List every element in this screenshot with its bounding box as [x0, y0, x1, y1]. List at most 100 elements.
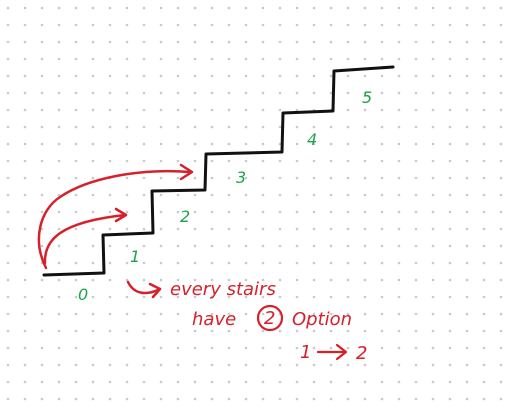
- grid-dot: [227, 312, 231, 316]
- grid-dot: [346, 244, 350, 248]
- grid-dot: [23, 397, 27, 401]
- grid-dot: [346, 380, 350, 384]
- grid-dot: [6, 295, 10, 299]
- grid-dot: [176, 346, 180, 350]
- grid-dot: [91, 295, 95, 299]
- grid-dot: [431, 193, 435, 197]
- grid-dot: [6, 329, 10, 333]
- grid-dot: [312, 261, 316, 265]
- grid-dot: [261, 6, 265, 10]
- grid-dot: [210, 295, 214, 299]
- grid-dot: [380, 397, 384, 401]
- grid-dot: [499, 159, 503, 163]
- grid-dot: [448, 363, 452, 367]
- grid-dot: [210, 108, 214, 112]
- grid-dot: [261, 278, 265, 282]
- grid-dot: [380, 40, 384, 44]
- grid-dot: [414, 142, 418, 146]
- grid-dot: [142, 380, 146, 384]
- grid-dot: [227, 210, 231, 214]
- grid-dot: [465, 380, 469, 384]
- grid-dot: [363, 159, 367, 163]
- grid-dot: [278, 244, 282, 248]
- grid-dot: [431, 210, 435, 214]
- grid-dot: [108, 142, 112, 146]
- grid-dot: [414, 125, 418, 129]
- grid-dot: [397, 74, 401, 78]
- grid-dot: [210, 397, 214, 401]
- grid-dot: [448, 125, 452, 129]
- grid-dot: [278, 261, 282, 265]
- grid-dot: [499, 261, 503, 265]
- grid-dot: [227, 363, 231, 367]
- grid-dot: [40, 125, 44, 129]
- jump-arrow-one-step: [43, 213, 127, 265]
- grid-dot: [295, 346, 299, 350]
- grid-dot: [6, 91, 10, 95]
- grid-dot: [142, 57, 146, 61]
- grid-dot: [23, 176, 27, 180]
- grid-dot: [295, 210, 299, 214]
- grid-dot: [363, 346, 367, 350]
- grid-dot: [346, 346, 350, 350]
- grid-dot: [346, 57, 350, 61]
- grid-dot: [193, 329, 197, 333]
- grid-dot: [176, 397, 180, 401]
- grid-dot: [6, 193, 10, 197]
- grid-dot: [176, 57, 180, 61]
- grid-dot: [329, 125, 333, 129]
- grid-dot: [210, 380, 214, 384]
- grid-dot: [176, 312, 180, 316]
- grid-dot: [159, 227, 163, 231]
- grid-dot: [74, 142, 78, 146]
- grid-dot: [431, 125, 435, 129]
- grid-dot: [346, 125, 350, 129]
- grid-dot: [244, 278, 248, 282]
- grid-dot: [261, 108, 265, 112]
- grid-dot: [397, 261, 401, 265]
- grid-dot: [227, 176, 231, 180]
- grid-dot: [108, 6, 112, 10]
- grid-dot: [227, 397, 231, 401]
- grid-dot: [40, 176, 44, 180]
- grid-dot: [193, 363, 197, 367]
- grid-dot: [193, 397, 197, 401]
- grid-dot: [193, 142, 197, 146]
- grid-dot: [397, 227, 401, 231]
- grid-dot: [363, 176, 367, 180]
- grid-dot: [40, 210, 44, 214]
- grid-dot: [23, 363, 27, 367]
- grid-dot: [125, 6, 129, 10]
- grid-dot: [176, 159, 180, 163]
- step-label-2: 2: [180, 207, 190, 226]
- grid-dot: [482, 278, 486, 282]
- grid-dot: [142, 210, 146, 214]
- grid-dot: [193, 40, 197, 44]
- grid-dot: [261, 125, 265, 129]
- grid-dot: [193, 261, 197, 265]
- grid-dot: [193, 244, 197, 248]
- grid-dot: [125, 346, 129, 350]
- grid-dot: [23, 261, 27, 265]
- grid-dot: [74, 278, 78, 282]
- grid-dot: [193, 23, 197, 27]
- grid-dot: [227, 244, 231, 248]
- grid-dot: [57, 193, 61, 197]
- grid-dot: [499, 397, 503, 401]
- grid-dot: [23, 40, 27, 44]
- grid-dot: [159, 74, 163, 78]
- grid-dot: [465, 176, 469, 180]
- grid-dot: [380, 363, 384, 367]
- grid-dot: [74, 227, 78, 231]
- grid-dot: [176, 23, 180, 27]
- grid-dot: [397, 363, 401, 367]
- grid-dot: [142, 329, 146, 333]
- grid-dot: [74, 57, 78, 61]
- grid-dot: [329, 74, 333, 78]
- grid-dot: [57, 142, 61, 146]
- grid-dot: [499, 363, 503, 367]
- grid-dot: [482, 244, 486, 248]
- grid-dot: [431, 108, 435, 112]
- grid-dot: [6, 261, 10, 265]
- grid-dot: [6, 397, 10, 401]
